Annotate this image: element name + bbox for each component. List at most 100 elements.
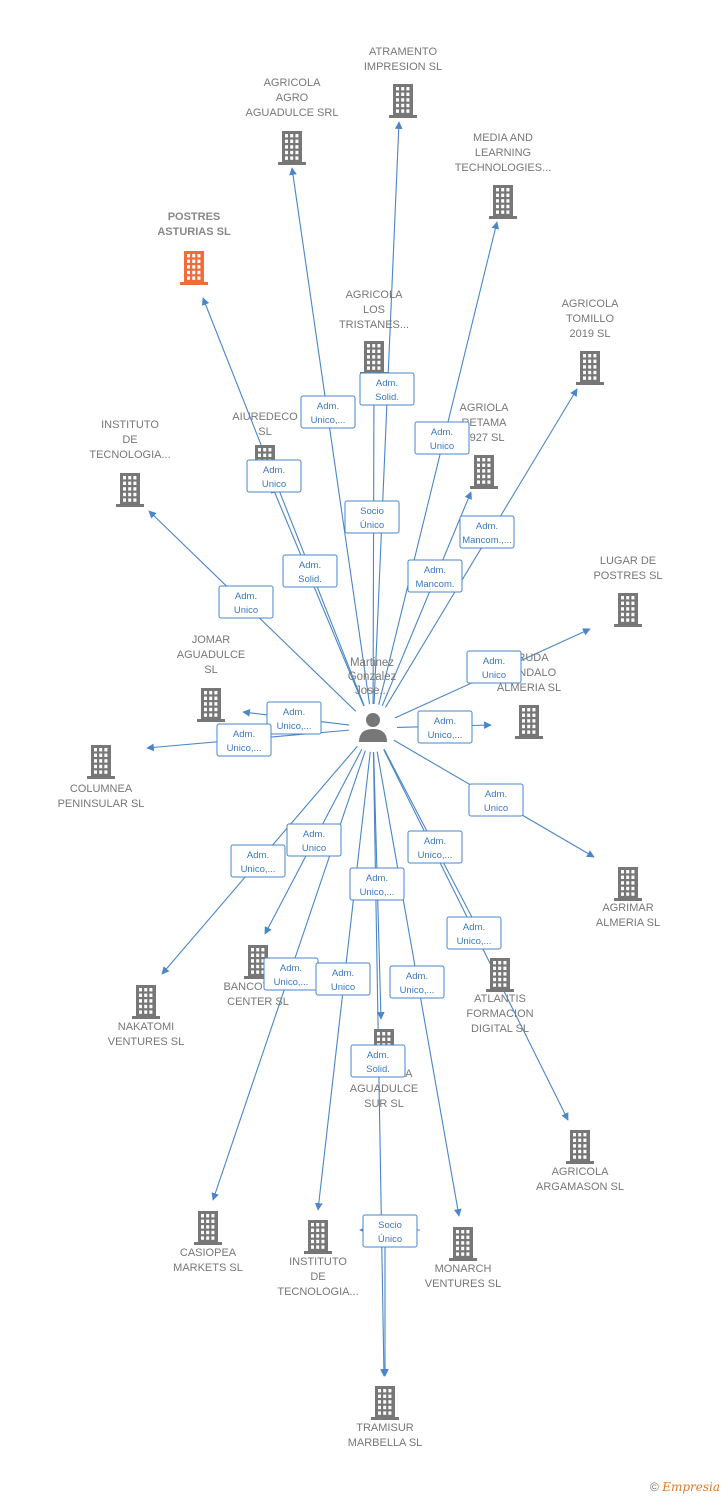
building-icon[interactable] — [278, 131, 306, 165]
company-node-media[interactable]: MEDIA ANDLEARNINGTECHNOLOGIES... — [455, 132, 552, 219]
role-badge-columnea[interactable]: Adm.Unico,... — [216, 723, 272, 757]
building-icon[interactable] — [566, 1130, 594, 1164]
role-text: Solid. — [366, 1064, 390, 1075]
role-text: Unico,... — [277, 721, 312, 732]
company-label-line: ALMERIA SL — [596, 917, 660, 929]
role-text: Adm. — [485, 789, 507, 800]
role-badge-atlantis[interactable]: Adm.Unico,... — [407, 830, 463, 864]
company-label-line: AGRICOLA — [562, 298, 620, 310]
building-icon[interactable] — [304, 1220, 332, 1254]
company-node-agricola-tristanes[interactable]: AGRICOLALOSTRISTANES... — [339, 289, 409, 375]
company-label-line: AGRICOLA — [264, 77, 322, 89]
company-label-line: PENINSULAR SL — [58, 798, 145, 810]
building-icon[interactable] — [614, 867, 642, 901]
building-icon[interactable] — [180, 251, 208, 285]
role-badge-instituto-2[interactable]: Adm. Unico — [315, 962, 371, 996]
role-badge-postres-asturias[interactable]: Adm.Solid. — [282, 554, 338, 588]
building-icon[interactable] — [244, 945, 272, 979]
role-badge-agricola-tomillo[interactable]: Adm.Mancom.,... — [459, 515, 515, 549]
building-icon[interactable] — [360, 341, 388, 375]
building-icon[interactable] — [87, 745, 115, 779]
role-text: Adm. — [280, 963, 302, 974]
role-text: Adm. — [317, 401, 339, 412]
role-text: Adm. — [283, 707, 305, 718]
company-node-instituto-2[interactable]: INSTITUTODETECNOLOGIA... — [277, 1220, 359, 1298]
role-text: Unico — [331, 982, 355, 993]
building-icon[interactable] — [614, 593, 642, 627]
role-badge-argamason[interactable]: Adm.Unico,... — [446, 916, 502, 950]
building-icon[interactable] — [389, 84, 417, 118]
role-badge-agricola-sur[interactable]: Adm.Unico,... — [349, 867, 405, 901]
company-label-line: MONARCH — [435, 1263, 492, 1275]
company-label-line: AGUADULCE — [177, 649, 245, 661]
role-badge-media[interactable]: Adm.Unico — [414, 421, 470, 455]
company-label-line: DE — [310, 1271, 325, 1283]
building-icon[interactable] — [116, 473, 144, 507]
role-badge-tramisur[interactable]: Adm.Solid. — [350, 1044, 406, 1078]
edge-aiuredeco — [271, 485, 365, 707]
company-label-line: SL — [258, 426, 271, 438]
role-text: Adm. — [463, 922, 485, 933]
company-label-line: CASIOPEA — [180, 1247, 237, 1259]
company-label-line: LEARNING — [475, 147, 531, 159]
building-icon[interactable] — [470, 455, 498, 489]
company-label-line: AGRIMAR — [602, 902, 653, 914]
building-icon[interactable] — [486, 958, 514, 992]
role-badge-jomar[interactable]: Adm. Unico,... — [266, 701, 322, 735]
role-badge-monarch[interactable]: Adm.Unico,... — [389, 965, 445, 999]
company-label-line: CENTER SL — [227, 996, 289, 1008]
role-text: Adm. — [332, 968, 354, 979]
role-text: Unico,... — [227, 743, 262, 754]
role-text: Adm. — [406, 971, 428, 982]
company-node-instituto-1[interactable]: INSTITUTODETECNOLOGIA... — [89, 419, 171, 507]
brand-logo[interactable]: Empresia — [662, 1480, 720, 1494]
role-badge-cruda[interactable]: Adm.Unico,... — [417, 710, 473, 744]
role-badge-agriola-retama[interactable]: Adm.Mancom. — [407, 559, 463, 593]
building-icon[interactable] — [132, 985, 160, 1019]
company-label-line: AGRICOLA — [346, 289, 404, 301]
role-badge-aiuredeco[interactable]: Adm.Unico — [246, 459, 302, 493]
person-node[interactable]: MartinezGonzalezJose... — [348, 657, 397, 742]
role-badge-casiopea[interactable]: Adm.Unico,... — [263, 957, 319, 991]
building-icon[interactable] — [371, 1386, 399, 1420]
building-icon[interactable] — [449, 1227, 477, 1261]
role-badge-bancotec[interactable]: Adm.Unico — [286, 823, 342, 857]
building-icon[interactable] — [197, 688, 225, 722]
company-node-agrimar[interactable]: AGRIMAR ALMERIA SL — [596, 867, 660, 929]
edge-agricola-agro — [289, 167, 371, 705]
building-icon[interactable] — [194, 1211, 222, 1245]
role-text: Adm. — [303, 829, 325, 840]
building-icon[interactable] — [576, 351, 604, 385]
footer: © Empresia — [650, 1480, 720, 1494]
role-badge-lugar-postres[interactable]: Adm.Unico — [466, 650, 522, 684]
company-label-line: AIUREDECO — [232, 411, 298, 423]
company-label-line: ASTURIAS SL — [157, 226, 231, 238]
role-badge-instituto-1[interactable]: Adm.Unico — [218, 585, 274, 619]
role-badge-agricola-tristanes[interactable]: Adm.Solid. — [359, 372, 415, 406]
company-label-line: SUR SL — [364, 1098, 404, 1110]
role-badge-agricola-agro[interactable]: Adm.Unico,... — [300, 395, 356, 429]
person-label-line: Martinez — [350, 657, 394, 669]
building-icon[interactable] — [515, 705, 543, 739]
role-badge-agrimar[interactable]: Adm.Unico — [468, 783, 524, 817]
building-icon[interactable] — [489, 185, 517, 219]
company-label-line: DIGITAL SL — [471, 1023, 529, 1035]
role-badge-nakatomi[interactable]: Adm.Unico,... — [230, 844, 286, 878]
company-label-line: AGRICOLA — [552, 1166, 610, 1178]
